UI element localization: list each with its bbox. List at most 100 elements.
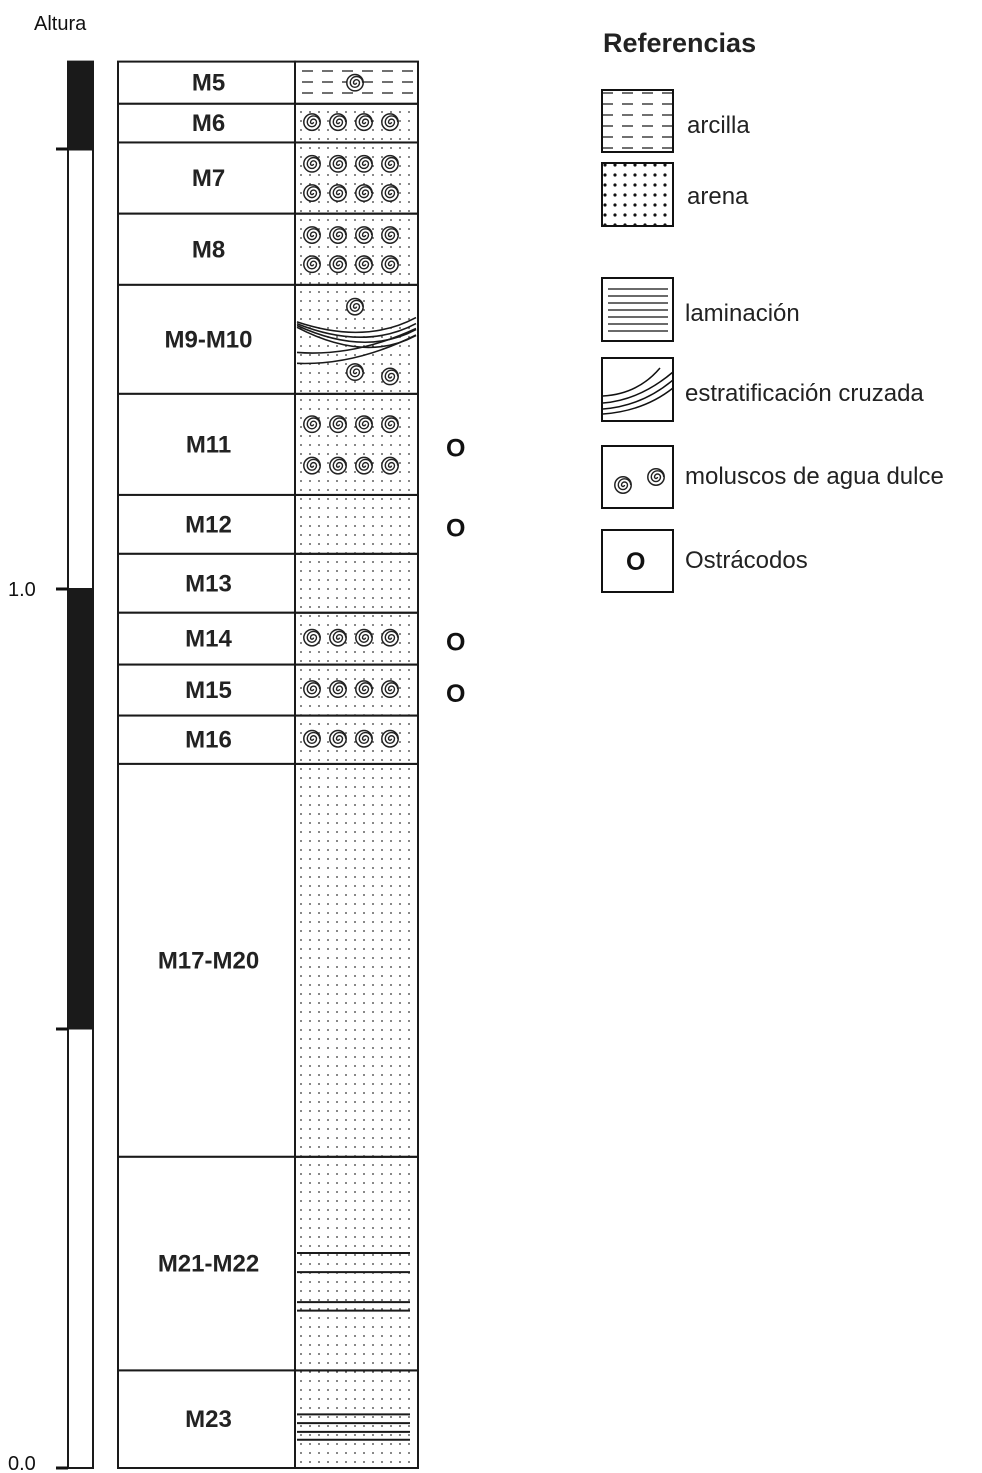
axis-tick-label-0: 0.0 — [8, 1453, 36, 1473]
mollusc-icon — [346, 363, 364, 382]
legend-label-sand: arena — [687, 183, 749, 210]
layer-label-cell — [117, 1155, 296, 1372]
axis-ticks: 1.0 0.0 — [8, 147, 68, 1473]
layer-m17-m20: M17-M20 — [117, 762, 419, 1158]
layer-label: M12 — [185, 511, 232, 538]
lithology-cell-arena — [294, 141, 419, 215]
lithology-cell-arena — [294, 1369, 419, 1470]
mollusc-icon — [381, 255, 399, 274]
layer-label: M7 — [192, 165, 225, 192]
legend-label-molluscs: moluscos de agua dulce — [685, 463, 944, 490]
layer-m12: M12 O — [117, 493, 465, 555]
mollusc-icon — [381, 415, 399, 434]
layer-label: M9-M10 — [164, 326, 252, 353]
cross-bedding-line — [296, 316, 417, 334]
mollusc-icon — [303, 729, 321, 748]
polarity-bar — [67, 60, 94, 1469]
layer-label-cell — [117, 60, 296, 105]
layer-label: M5 — [192, 70, 225, 97]
mollusc-icon — [329, 113, 347, 132]
layer-m9-m10: M9-M10 — [117, 283, 419, 395]
mollusc-icon — [381, 226, 399, 244]
mollusc-icon — [329, 628, 347, 647]
layer-label-cell — [117, 1369, 296, 1470]
mollusc-icon — [355, 680, 373, 699]
mollusc-icon — [614, 476, 632, 494]
mollusc-icon — [381, 456, 399, 475]
sand-symbol — [601, 162, 674, 227]
polarity-segment-light — [67, 148, 94, 590]
mollusc-icon — [329, 456, 347, 475]
lithology-cell-arena — [294, 762, 419, 1158]
mollusc-icon — [329, 226, 347, 244]
layer-label: M23 — [185, 1406, 232, 1433]
layer-label-cell — [117, 392, 296, 496]
legend-item-ostracods: O Ostrácodos — [601, 529, 808, 593]
mollusc-icon — [355, 456, 373, 475]
legend: Referencias arcilla arena laminación — [601, 28, 944, 593]
lithology-cell-arena — [294, 552, 419, 614]
mollusc-icon — [329, 680, 347, 699]
mollusc-icon — [355, 113, 373, 132]
layer-label-cell — [117, 493, 296, 555]
ostracod-icon: O — [626, 548, 645, 576]
layer-label: M21-M22 — [158, 1251, 259, 1278]
legend-label-cross-bedding: estratificación cruzada — [685, 380, 924, 407]
mollusc-icon — [329, 154, 347, 173]
mollusc-icon — [355, 226, 373, 244]
layer-label: M6 — [192, 110, 225, 137]
ostracod-marker: O — [446, 514, 465, 542]
mollusc-icon — [381, 184, 399, 202]
mollusc-icon — [346, 297, 364, 316]
layer-label: M17-M20 — [158, 947, 259, 974]
legend-item-molluscs: moluscos de agua dulce — [601, 445, 944, 509]
ostracod-symbol — [601, 529, 674, 593]
lithology-cell-arena — [294, 493, 419, 555]
lithology-cell-arena — [294, 1155, 419, 1372]
layer-m23: M23 — [117, 1369, 419, 1470]
legend-label-clay: arcilla — [687, 112, 750, 139]
mollusc-icon — [381, 729, 399, 748]
mollusc-icon — [346, 73, 364, 92]
mollusc-icon — [355, 415, 373, 434]
mollusc-icon — [329, 415, 347, 434]
mollusc-icon — [381, 367, 399, 386]
clay-symbol — [601, 89, 674, 153]
cross-bedding-line — [296, 327, 417, 354]
mollusc-icon — [303, 680, 321, 699]
layer-label: M11 — [186, 431, 231, 458]
legend-label-lamination: laminación — [685, 300, 800, 327]
mollusc-icon — [329, 255, 347, 274]
mollusc-icon — [355, 628, 373, 647]
layer-m16: M16 — [117, 714, 419, 765]
polarity-segment-dark — [67, 60, 94, 151]
mollusc-icon — [303, 184, 321, 202]
lithology-cell-arena — [294, 212, 419, 286]
mollusc-icon — [329, 729, 347, 748]
polarity-segment-light — [67, 1027, 94, 1469]
cross-bedding-line — [296, 334, 417, 365]
mollusc-icon — [303, 628, 321, 647]
mollusc-icon — [355, 184, 373, 202]
axis-title: Altura — [34, 13, 87, 35]
layer-m21-m22: M21-M22 — [117, 1155, 419, 1372]
mollusc-icon — [355, 729, 373, 748]
mollusc-icon — [355, 154, 373, 173]
cross-bedding-line — [296, 322, 417, 339]
layer-label-cell — [117, 102, 296, 144]
layer-m13: M13 — [117, 552, 419, 614]
layer-label-cell — [117, 663, 296, 717]
ostracod-marker: O — [446, 680, 465, 708]
layer-label-cell — [117, 611, 296, 666]
legend-label-ostracods: Ostrácodos — [685, 547, 808, 574]
layer-label: M13 — [185, 570, 232, 597]
legend-item-sand: arena — [601, 162, 749, 227]
mollusc-icon — [303, 415, 321, 434]
mollusc-icon — [381, 113, 399, 132]
lithology-cell-arena — [294, 392, 419, 496]
mollusc-icon — [303, 226, 321, 244]
layer-label: M15 — [185, 677, 232, 704]
